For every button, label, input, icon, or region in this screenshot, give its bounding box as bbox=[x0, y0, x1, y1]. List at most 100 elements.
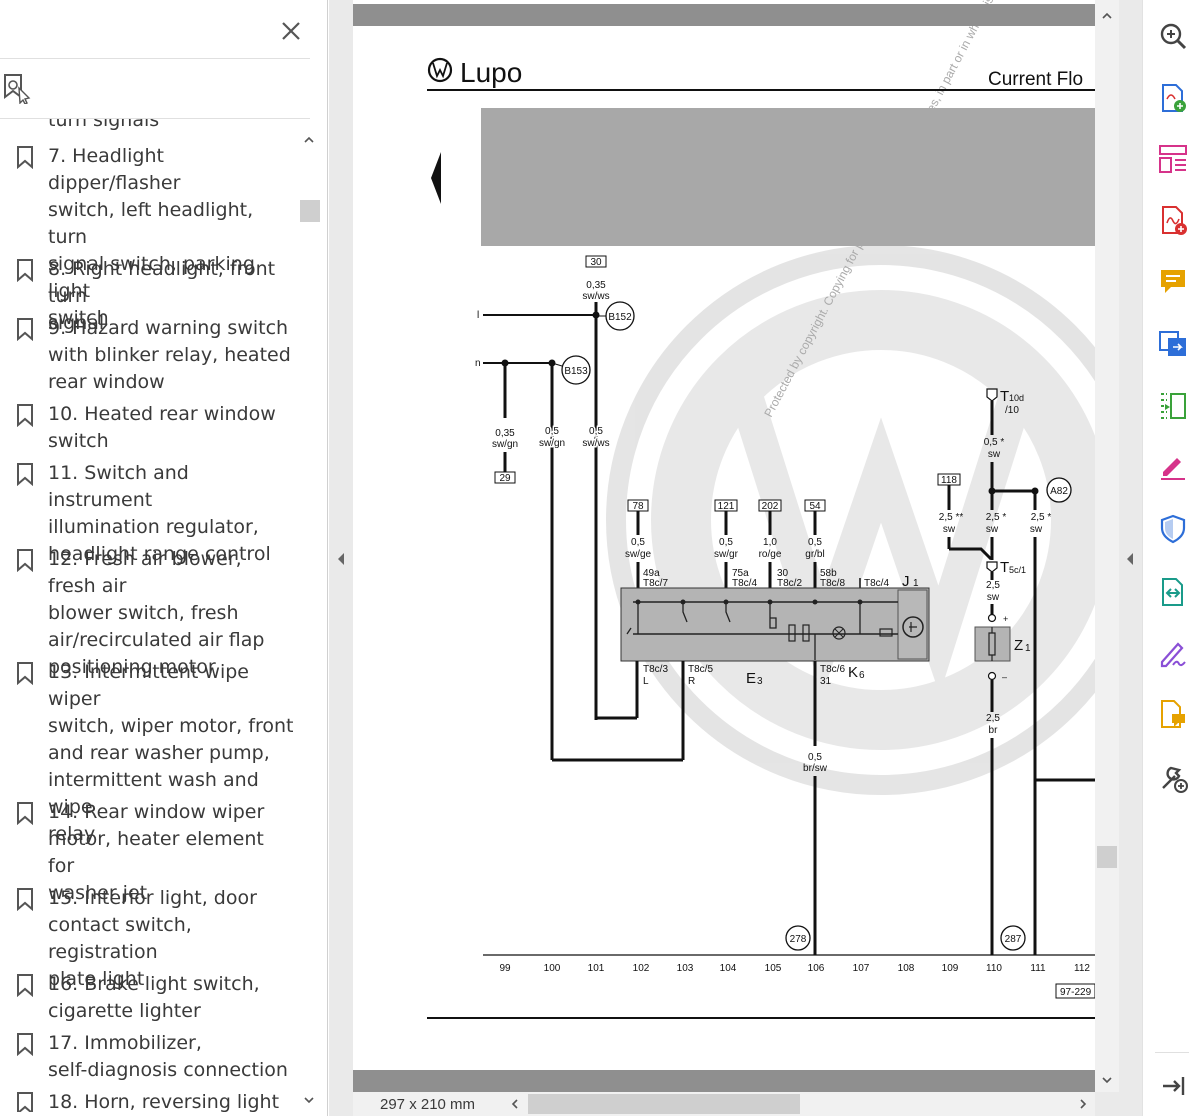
grid-number: 111 bbox=[1030, 963, 1046, 974]
scrollbar-thumb[interactable] bbox=[528, 1094, 800, 1114]
svg-text:/10: /10 bbox=[1005, 405, 1019, 416]
bookmark-label-line: 11. Switch and instrument bbox=[48, 462, 189, 511]
protect-icon[interactable] bbox=[1157, 513, 1189, 545]
svg-text:T8c/7: T8c/7 bbox=[643, 578, 668, 589]
combine-files-icon[interactable] bbox=[1157, 327, 1189, 359]
vw-logo-icon bbox=[427, 57, 453, 83]
more-tools-icon[interactable] bbox=[1157, 762, 1189, 794]
panel-divider bbox=[0, 118, 310, 119]
bookmark-label: 17. Immobilizer,self-diagnosis connectio… bbox=[48, 1030, 294, 1084]
bookmark-label-line: switch bbox=[48, 430, 109, 452]
page-size-label: 297 x 210 mm bbox=[380, 1096, 476, 1113]
bookmark-item[interactable]: 17. Immobilizer,self-diagnosis connectio… bbox=[0, 1030, 296, 1084]
bookmark-icon bbox=[17, 259, 33, 282]
scrollbar-thumb[interactable] bbox=[300, 200, 320, 222]
bookmark-label-line: 16. Brake light switch, bbox=[48, 973, 260, 995]
bookmark-label-line: 14. Rear window wiper bbox=[48, 801, 265, 823]
svg-text:1: 1 bbox=[1025, 643, 1031, 654]
bookmark-item[interactable]: 18. Horn, reversing light bbox=[0, 1089, 296, 1112]
scroll-left-icon[interactable] bbox=[509, 1098, 521, 1110]
svg-text:0,35: 0,35 bbox=[586, 280, 606, 291]
bookmark-icon bbox=[17, 1033, 33, 1056]
svg-text:sw/ws: sw/ws bbox=[582, 438, 609, 449]
close-icon[interactable] bbox=[278, 18, 304, 44]
vertical-scrollbar[interactable] bbox=[1095, 0, 1119, 1092]
svg-text:0,35: 0,35 bbox=[495, 428, 515, 439]
bookmark-label-line: 10. Heated rear window bbox=[48, 403, 276, 425]
bookmark-label: 10. Heated rear window switch bbox=[48, 401, 294, 455]
bookmark-icon bbox=[17, 463, 33, 486]
scroll-down-icon[interactable] bbox=[1101, 1074, 1113, 1086]
svg-text:sw: sw bbox=[1030, 524, 1043, 535]
scrollbar-thumb[interactable] bbox=[1097, 846, 1117, 868]
bookmark-scrollbar[interactable] bbox=[298, 128, 320, 1112]
scroll-up-icon[interactable] bbox=[1101, 10, 1113, 22]
bookmark-search-icon[interactable] bbox=[2, 72, 32, 104]
svg-text:sw/ge: sw/ge bbox=[625, 549, 652, 560]
svg-text:br/sw: br/sw bbox=[803, 763, 828, 774]
bookmark-icon bbox=[17, 318, 33, 341]
svg-text:ro/ge: ro/ge bbox=[759, 549, 782, 560]
svg-text:T: T bbox=[1000, 559, 1009, 576]
collapse-left-icon[interactable] bbox=[335, 551, 347, 567]
bookmark-item[interactable]: 16. Brake light switch,cigarette lighter bbox=[0, 971, 296, 1025]
collapse-right-icon[interactable] bbox=[1124, 551, 1136, 567]
create-pdf-icon[interactable] bbox=[1157, 204, 1189, 236]
organize-pages-icon[interactable] bbox=[1157, 143, 1189, 175]
vw-watermark-logo bbox=[606, 245, 1095, 795]
send-for-review-icon[interactable] bbox=[1157, 698, 1189, 730]
grid-number: 105 bbox=[765, 963, 782, 974]
comment-icon[interactable] bbox=[1157, 266, 1189, 298]
export-pdf-icon[interactable] bbox=[1157, 82, 1189, 114]
zoom-in-icon[interactable] bbox=[1157, 20, 1189, 52]
bookmark-label-line: air/recirculated air flap bbox=[48, 629, 265, 651]
svg-text:l: l bbox=[477, 310, 479, 321]
svg-text:0,5: 0,5 bbox=[719, 537, 733, 548]
scroll-down-icon[interactable] bbox=[303, 1094, 315, 1106]
bookmark-label-line: switch, left headlight, turn bbox=[48, 199, 254, 248]
svg-text:29: 29 bbox=[499, 473, 511, 484]
scroll-up-icon[interactable] bbox=[303, 134, 315, 146]
svg-text:0,5: 0,5 bbox=[631, 537, 645, 548]
bookmark-label-line: 13. Intermittent wipe wiper bbox=[48, 661, 249, 710]
grid-number: 103 bbox=[677, 963, 694, 974]
svg-text:0,5 *: 0,5 * bbox=[984, 437, 1005, 448]
svg-text:sw: sw bbox=[943, 524, 956, 535]
grid-number: 106 bbox=[808, 963, 825, 974]
rail-divider bbox=[1155, 1052, 1189, 1053]
brand-title: Lupo bbox=[460, 57, 522, 88]
bookmark-label-line: 15. Interior light, door bbox=[48, 887, 257, 909]
horizontal-scrollbar[interactable] bbox=[503, 1092, 1095, 1116]
scroll-right-icon[interactable] bbox=[1077, 1098, 1089, 1110]
svg-text:E: E bbox=[746, 670, 756, 687]
svg-text:2,5 *: 2,5 * bbox=[986, 512, 1007, 523]
share-icon[interactable] bbox=[1157, 576, 1189, 608]
bookmark-item[interactable]: 14. Rear window wiper motor, heater eleme… bbox=[0, 799, 296, 904]
bookmark-item[interactable]: 10. Heated rear window switch bbox=[0, 401, 296, 455]
request-signatures-icon[interactable] bbox=[1157, 637, 1189, 669]
bookmark-label-line: motor, heater element for bbox=[48, 828, 264, 877]
bookmark-label-line: signal bbox=[48, 312, 105, 334]
bookmark-icon bbox=[17, 888, 33, 911]
svg-text:T8c/8: T8c/8 bbox=[820, 578, 845, 589]
compress-pdf-icon[interactable] bbox=[1157, 390, 1189, 422]
bookmark-label: 16. Brake light switch,cigarette lighter bbox=[48, 971, 294, 1025]
collapse-pane-icon[interactable] bbox=[1157, 1070, 1189, 1102]
svg-text:10d: 10d bbox=[1009, 393, 1024, 403]
fill-sign-icon[interactable] bbox=[1157, 450, 1189, 482]
svg-text:gr/bl: gr/bl bbox=[805, 549, 824, 560]
bookmark-partial[interactable]: turn signals bbox=[0, 119, 296, 133]
svg-text:2,5: 2,5 bbox=[986, 580, 1000, 591]
svg-text:0,5: 0,5 bbox=[808, 752, 822, 763]
